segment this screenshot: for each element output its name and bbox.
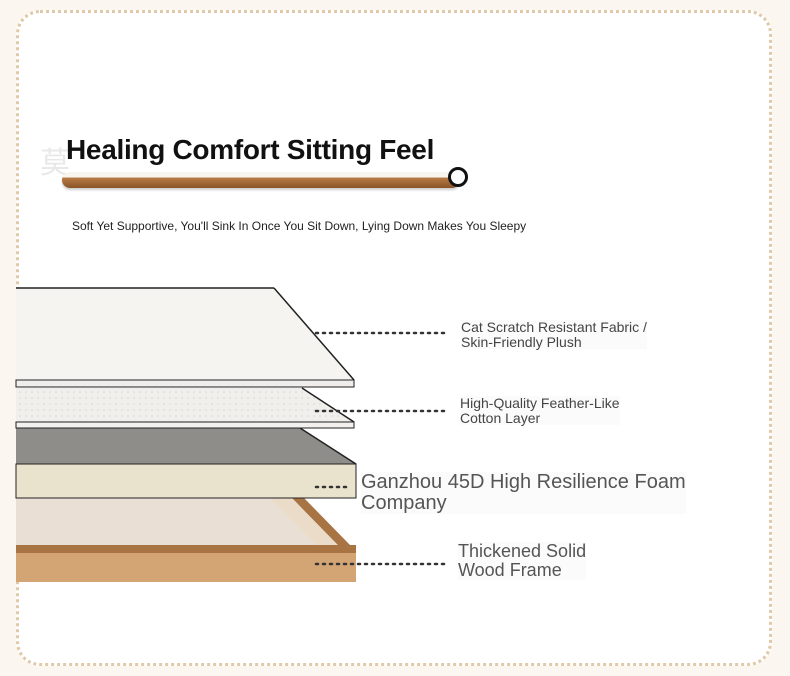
label-foam: Ganzhou 45D High Resilience Foam Company <box>361 471 686 514</box>
label-wood-frame: Thickened Solid Wood Frame <box>458 541 587 580</box>
page-subtitle: Soft Yet Supportive, You'll Sink In Once… <box>72 219 527 233</box>
wood-frame-layer <box>16 498 356 582</box>
label-cotton: High-Quality Feather-Like Cotton Layer <box>460 395 620 426</box>
foam-layer <box>15 427 357 499</box>
cotton-layer <box>15 387 355 429</box>
cushion-illustration <box>62 172 460 188</box>
cushion-end-icon <box>448 167 468 187</box>
label-fabric: Cat Scratch Resistant Fabric / Skin-Frie… <box>461 319 647 350</box>
leader-lines <box>314 331 450 566</box>
page-title: Healing Comfort Sitting Feel <box>66 134 435 165</box>
fabric-layer <box>15 287 355 388</box>
